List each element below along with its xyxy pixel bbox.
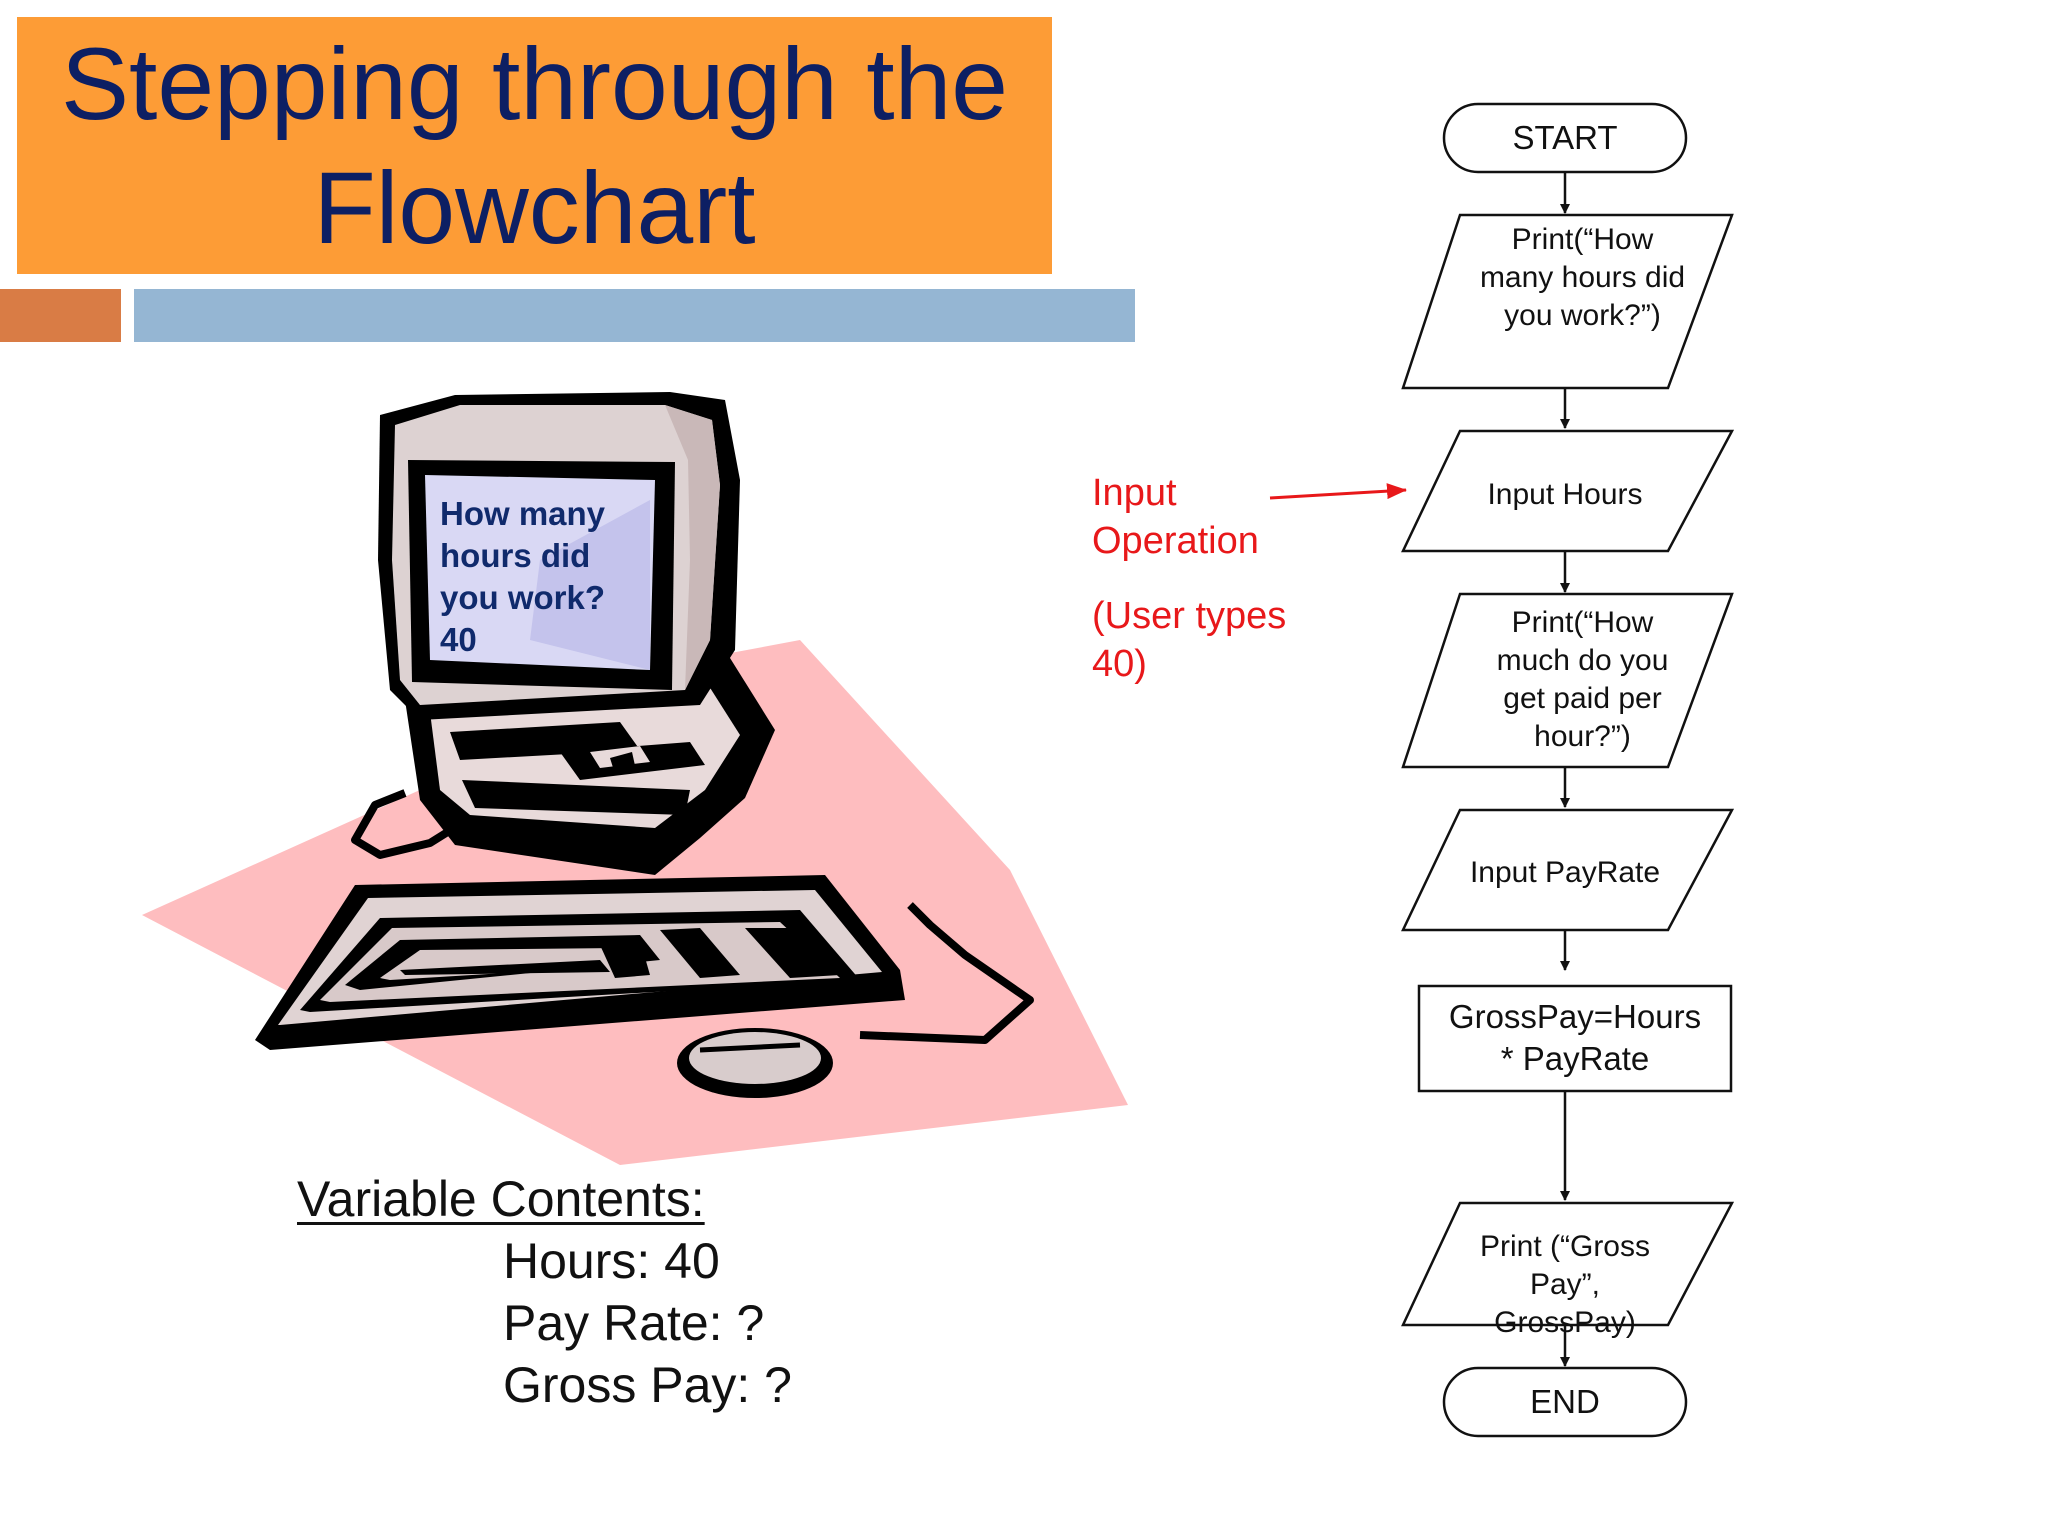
flow-text-line: Print (“Gross <box>1479 1230 1650 1263</box>
flow-print-hours <box>1401 213 1734 390</box>
screen-line: you work? <box>440 579 606 616</box>
flow-text-line: Pay”, <box>1529 1268 1601 1301</box>
annotation-user-types: (User types 40) <box>1092 592 1286 688</box>
flow-text-line: GrossPay=Hours <box>1448 998 1702 1035</box>
computer-cable <box>351 789 473 859</box>
annotation-input-operation: Input Operation <box>1092 469 1259 565</box>
variable-item-gross-pay: Gross Pay: ? <box>503 1357 792 1413</box>
slide-title-line-2: Flowchart <box>313 150 756 265</box>
flow-text-line: hour?”) <box>1534 720 1631 753</box>
slide-title-line-1: Stepping through the <box>60 26 1009 141</box>
flow-print-gross-label: Print (“Gross Pay”, GrossPay) <box>1420 1228 1710 1342</box>
variable-item-pay-rate: Pay Rate: ? <box>503 1295 765 1351</box>
accent-bar-blue <box>134 289 1135 342</box>
annotation-line: Input <box>1092 472 1177 514</box>
flow-start-label: START <box>1444 104 1686 172</box>
annotation-arrow <box>1269 483 1407 500</box>
flow-text-line: Input PayRate <box>1469 856 1661 889</box>
flow-text-line: many hours did <box>1479 261 1686 294</box>
annotation-line: Operation <box>1092 520 1259 562</box>
flow-text-line: GrossPay) <box>1494 1306 1636 1339</box>
flow-print-rate <box>1401 592 1734 769</box>
screen-line: How many <box>440 495 606 532</box>
screen-line: hours did <box>440 537 591 574</box>
monitor-screen-text: How many hours did you work? 40 <box>440 493 605 661</box>
flow-text-line: * PayRate <box>1500 1040 1650 1077</box>
flow-input-rate <box>1401 808 1735 932</box>
flow-text-line: get paid per <box>1503 682 1662 715</box>
flow-input-rate-label: Input PayRate <box>1420 850 1710 896</box>
flow-process <box>1417 984 1733 1093</box>
flow-end-text: END <box>1530 1383 1600 1420</box>
flow-print-rate-label: Print(“How much do you get paid per hour… <box>1440 604 1725 756</box>
screen-line: 40 <box>440 621 477 658</box>
flow-print-gross <box>1401 1201 1735 1327</box>
variable-contents: Variable Contents: Hours: 40 Pay Rate: ?… <box>297 1168 792 1416</box>
flow-process-label: GrossPay=Hours * PayRate <box>1419 990 1731 1086</box>
flow-input-hours <box>1401 429 1735 553</box>
annotation-line: (User types <box>1092 595 1287 637</box>
accent-bar-orange <box>0 289 121 342</box>
flow-print-hours-label: Print(“How many hours did you work?”) <box>1440 222 1725 334</box>
slide-title-box: Stepping through the Flowchart <box>17 17 1052 274</box>
flow-input-hours-label: Input Hours <box>1420 472 1710 518</box>
annotation-line: 40) <box>1092 643 1147 685</box>
flow-start-text: START <box>1512 119 1618 156</box>
variable-item-hours: Hours: 40 <box>503 1233 720 1289</box>
flow-text-line: Print(“How <box>1511 223 1654 256</box>
flow-text-line: Input Hours <box>1487 478 1643 511</box>
flow-text-line: much do you <box>1496 644 1669 677</box>
flow-end <box>1442 1366 1688 1438</box>
mouse-cable <box>859 902 1034 1044</box>
flow-text-line: you work?”) <box>1504 299 1661 332</box>
flow-end-label: END <box>1444 1368 1686 1436</box>
flow-text-line: Print(“How <box>1511 606 1654 639</box>
variable-contents-heading: Variable Contents: <box>297 1171 705 1227</box>
